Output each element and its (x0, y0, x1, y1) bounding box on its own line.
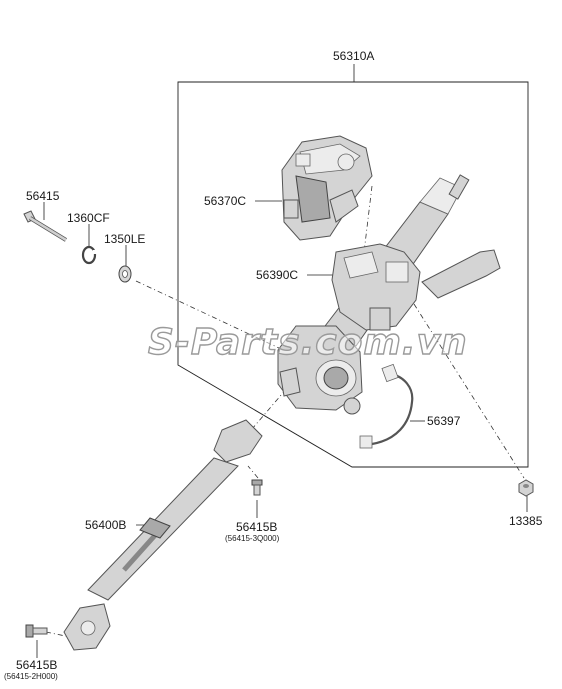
intermediate-shaft-56400B (63, 419, 263, 651)
harness-56397 (359, 363, 414, 449)
label-56397: 56397 (427, 414, 461, 428)
label-56400B: 56400B (85, 518, 127, 532)
assembly-outline-56310A (177, 81, 529, 468)
centerline-bolt-to-column (135, 280, 297, 357)
label-56415B-mid: 56415B (236, 520, 278, 534)
label-56370C: 56370C (204, 194, 247, 208)
bolt-56415 (23, 210, 68, 242)
centerline-bolt-mid (247, 465, 259, 479)
label-1350LE: 1350LE (104, 232, 146, 246)
label-56415B-bottom-sub: (56415-2H000) (4, 672, 58, 681)
washer-1350LE (118, 265, 132, 283)
bolt-56415B-bottom (25, 624, 48, 638)
watermark: S-Parts.com.vn (147, 321, 468, 363)
label-56390C: 56390C (256, 268, 299, 282)
label-56415: 56415 (26, 189, 60, 203)
label-56415B-bottom: 56415B (16, 658, 58, 672)
column-upper-56390C (321, 174, 501, 347)
bolt-56415B-mid (251, 479, 263, 496)
label-56415B-mid-sub: (56415-3Q000) (225, 534, 280, 543)
nut-13385 (518, 479, 534, 497)
label-56310A: 56310A (333, 49, 375, 63)
label-13385: 13385 (509, 514, 543, 528)
lock-module-56370C (281, 135, 373, 241)
column-lower-housing (277, 325, 363, 415)
clip-1360CF (81, 245, 97, 265)
label-1360CF: 1360CF (67, 211, 110, 225)
centerline-column-to-nut (413, 303, 525, 479)
centerline-module-to-column (351, 185, 373, 353)
